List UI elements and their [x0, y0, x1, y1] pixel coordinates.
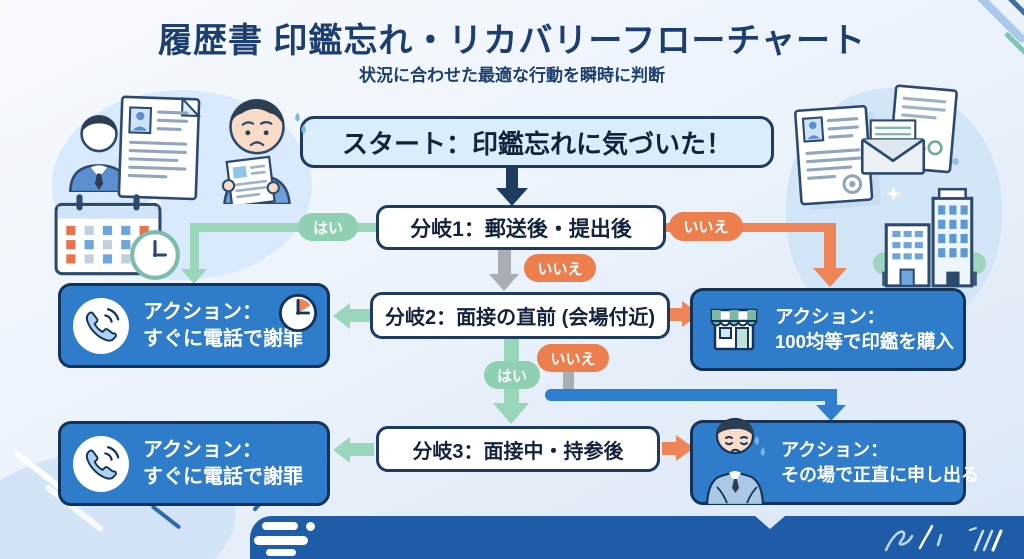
action-label-prefix: アクション： — [143, 300, 262, 323]
arrow-d2-left-head — [333, 303, 350, 329]
connector-d1-no-h — [666, 223, 834, 232]
decision-2-node: 分岐2：面接の直前 (会場付近) — [370, 292, 670, 339]
page-subtitle: 状況に合わせた最適な行動を瞬時に判断 — [359, 66, 665, 85]
arrow-d2-right-shaft — [670, 308, 684, 321]
connector-d1-yes-v — [190, 223, 199, 271]
action-label-text: 100均等で印鑑を購入 — [775, 330, 954, 352]
action-label-text: その場で正直に申し出る — [781, 464, 979, 485]
arrow-d3-right-shaft — [662, 442, 678, 455]
no-label-d2: いいえ — [537, 344, 609, 372]
building-illustration — [873, 187, 986, 288]
right-dot — [952, 158, 959, 165]
bowing-man-icon — [705, 417, 765, 505]
worried-man-illustration — [221, 98, 306, 204]
speed-line-2 — [254, 536, 308, 545]
arrow-d3-left-head — [333, 437, 350, 463]
phone-icon — [85, 445, 120, 480]
yes-label-d1: はい — [298, 213, 358, 241]
action-label-text: すぐに電話で謝罪 — [143, 327, 303, 350]
connector-d2-no-head — [816, 405, 846, 421]
start-node: スタート：印鑑忘れに気づいた！ — [300, 116, 774, 168]
connector-d1-yes-h — [194, 223, 376, 232]
phone-icon-circle — [73, 297, 129, 354]
arrow-start-to-d1 — [506, 166, 518, 192]
speed-line-dot — [306, 522, 315, 531]
action-buy-hanko: アクション： 100均等で印鑑を購入 — [690, 288, 966, 371]
connector-d2-no-v — [825, 395, 837, 407]
arrow-d3-right-head — [676, 435, 694, 461]
sparkle-left-icon — [146, 194, 163, 211]
decision-1-node: 分岐1：郵送後・提出後 — [376, 205, 666, 250]
connector-d2-no-stub — [563, 370, 574, 392]
arrow-start-to-d1-head — [496, 188, 528, 206]
connector-d1-down — [498, 250, 511, 278]
speed-line-1 — [262, 522, 298, 530]
connector-d2-yes-head — [493, 403, 529, 424]
action-label-text: すぐに電話で謝罪 — [143, 465, 303, 488]
connector-d2-no-h — [545, 389, 837, 401]
phone-icon-circle — [73, 435, 129, 492]
no-label-d1-down: いいえ — [524, 254, 596, 282]
no-label-d1: いいえ — [669, 212, 743, 241]
resume-with-stamp-illustration — [794, 104, 881, 210]
phone-icon — [85, 307, 120, 342]
arrow-d3-left-shaft — [348, 443, 374, 456]
signature-decoration — [884, 524, 1003, 552]
action-confess: アクション： その場で正直に申し出る — [690, 417, 979, 505]
connector-d1-yes-head — [181, 269, 207, 284]
store-icon — [710, 308, 758, 350]
action-label-prefix: アクション： — [143, 438, 262, 461]
yes-label-d2: はい — [484, 361, 540, 389]
action-call-apology-top: アクション： すぐに電話で謝罪 — [58, 283, 330, 368]
sparkle-right-icon — [886, 186, 901, 201]
bottom-band-notch — [755, 516, 785, 529]
decision-3-node: 分岐3：面接中・持参後 — [376, 426, 660, 472]
speed-line-3 — [266, 549, 296, 556]
action-call-apology-bottom: アクション： すぐに電話で謝罪 — [58, 421, 330, 506]
page-title: 履歴書 印鑑忘れ・リカバリーフローチャート — [157, 22, 867, 60]
arrow-d2-left-shaft — [348, 309, 370, 322]
connector-d1-no-v — [824, 223, 836, 271]
envelope-icon — [860, 119, 926, 175]
connector-d1-no-head — [813, 268, 847, 287]
resume-document-illustration — [117, 95, 202, 201]
action-label-prefix: アクション： — [781, 440, 889, 461]
clock-icon — [278, 293, 318, 333]
action-label-prefix: アクション： — [775, 305, 886, 327]
clock-illustration — [130, 230, 180, 280]
connector-d1-down-head — [489, 274, 519, 291]
